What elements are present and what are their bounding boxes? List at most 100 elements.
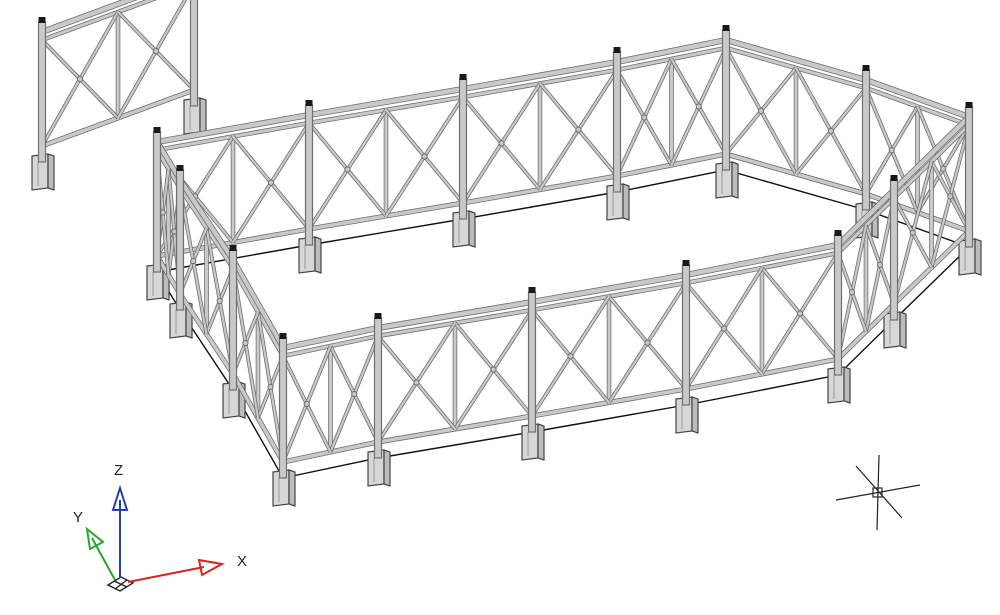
brace-hub: [351, 390, 358, 398]
top-rail: [282, 325, 379, 351]
post-shaft: [964, 106, 974, 248]
enclosure-ground-line: [155, 169, 971, 479]
crosshair-cursor-icon: [835, 454, 921, 531]
fence-post: [681, 260, 691, 406]
brace-hub: [267, 383, 274, 391]
post-shaft: [304, 104, 314, 246]
top-rail: [865, 77, 970, 120]
post-shaft: [228, 249, 238, 391]
brace-hub: [152, 47, 160, 55]
brace-hub: [876, 261, 884, 268]
brace-hub: [413, 379, 420, 386]
brace-hub: [695, 103, 702, 110]
post-cap: [965, 102, 973, 108]
post-cap: [374, 313, 382, 319]
brace-hub: [757, 107, 765, 115]
fence-post: [527, 287, 537, 433]
post-shaft: [278, 337, 288, 479]
top-rail: [156, 112, 310, 145]
fence-post: [37, 17, 47, 163]
top-rail: [836, 188, 896, 247]
brace-hub: [827, 127, 835, 135]
post-shaft: [889, 179, 899, 321]
brace-hub: [421, 153, 428, 160]
y-axis-arrow: [85, 526, 116, 581]
fence-post: [889, 175, 899, 321]
top-rail: [892, 115, 971, 192]
brace-hub: [190, 257, 197, 265]
footing-side: [314, 236, 322, 274]
post-shaft: [861, 69, 871, 211]
brace-hub: [216, 297, 223, 305]
post-shaft: [681, 264, 691, 406]
x-axis-arrow: [127, 558, 225, 583]
top-rail: [531, 272, 687, 305]
fence-panel: [177, 178, 236, 376]
post-footing: [715, 161, 739, 199]
footing-side: [47, 153, 55, 191]
fence-panel: [230, 258, 286, 464]
post-cap: [862, 65, 870, 71]
fence-post: [278, 333, 288, 479]
footing-side: [622, 183, 630, 221]
footing-side: [899, 311, 907, 349]
z-axis-label: Z: [114, 462, 123, 479]
post-shaft: [527, 291, 537, 433]
fence-post: [175, 165, 185, 311]
footing-side: [537, 423, 545, 461]
footing-side: [468, 210, 476, 248]
fence-post: [964, 102, 974, 248]
fence-post: [861, 65, 871, 211]
fence-panel: [40, 0, 196, 149]
brace-hub: [940, 165, 947, 172]
fence-panel: [307, 85, 465, 232]
fence-posts: [37, 0, 974, 479]
brace-hub: [796, 310, 804, 317]
post-footing: [272, 469, 296, 507]
brace-hub: [76, 75, 84, 83]
brace-hub: [641, 114, 648, 121]
fence-post: [612, 47, 622, 193]
brace-hub: [947, 193, 954, 200]
fence-post: [152, 127, 162, 273]
post-cap: [153, 127, 161, 133]
fence-post: [721, 25, 731, 171]
brace-hub: [267, 179, 275, 186]
y-axis-label: Y: [73, 509, 83, 526]
fence-panel: [615, 37, 728, 179]
brace-hub: [490, 366, 497, 373]
brace-hub: [575, 126, 582, 133]
brace-hub: [498, 140, 505, 147]
brace-hub: [720, 325, 728, 332]
post-cap: [722, 25, 730, 31]
post-shaft: [373, 317, 383, 459]
ucs-axes-icon: Z Y X: [73, 462, 247, 592]
footing-side: [691, 396, 699, 434]
footing-side: [731, 161, 739, 199]
fence-post: [189, 0, 199, 107]
fence-post: [304, 100, 314, 246]
post-cap: [528, 287, 536, 293]
post-cap: [279, 333, 287, 339]
brace-hub: [909, 229, 916, 236]
footing-side: [974, 238, 982, 276]
brace-hub: [888, 147, 895, 154]
post-cap: [305, 100, 313, 106]
fence-panel: [891, 114, 972, 306]
fence-panel: [835, 187, 897, 361]
footing-side: [288, 469, 296, 507]
top-rail: [377, 299, 533, 331]
fence-post: [833, 230, 843, 376]
fence-post: [228, 245, 238, 391]
post-cap: [459, 74, 467, 80]
post-cap: [229, 245, 237, 251]
top-rail: [178, 178, 235, 262]
fence-panel: [155, 111, 311, 259]
brace-hub: [567, 353, 574, 360]
post-shaft: [175, 169, 185, 311]
post-footing: [298, 236, 322, 274]
fence-post: [458, 74, 468, 220]
brace-hub: [242, 339, 249, 347]
top-rail: [616, 37, 727, 65]
